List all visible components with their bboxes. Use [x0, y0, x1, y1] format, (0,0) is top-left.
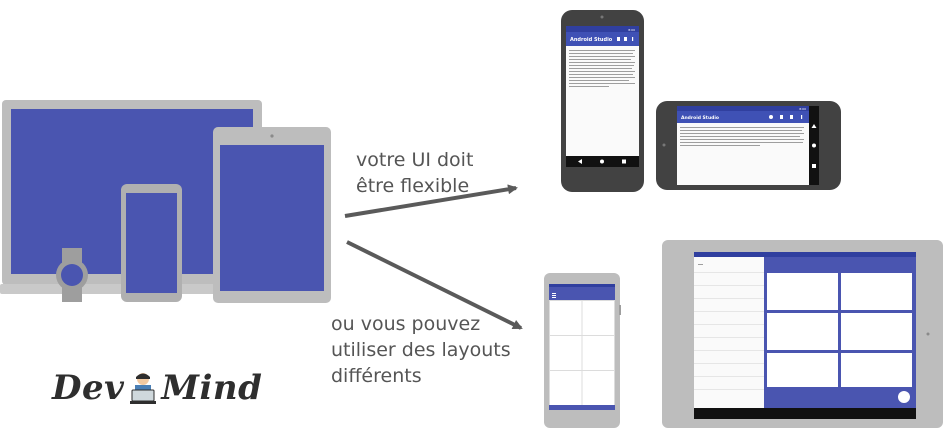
arrow-to-flexible-ui — [344, 184, 518, 218]
delete-icon — [790, 115, 793, 119]
caption-line: être flexible — [356, 175, 470, 197]
delete-icon — [624, 37, 627, 41]
caption-line: utiliser des layouts — [331, 339, 511, 361]
grid-card — [767, 273, 838, 310]
arrow-to-different-layouts — [346, 240, 523, 330]
grid-card — [582, 301, 614, 335]
phone-portrait-app-bar — [566, 32, 639, 46]
menu-icon — [552, 293, 556, 294]
recents-icon — [622, 159, 626, 164]
caption-line: ou vous pouvez — [331, 313, 481, 335]
tablet-master-detail-mockup — [662, 240, 943, 428]
logo-text-mind: Mind — [161, 368, 263, 408]
grid-card — [582, 336, 614, 370]
back-icon — [811, 124, 817, 128]
grid-card — [582, 371, 614, 405]
tablet-nav-bar — [694, 408, 916, 419]
home-icon — [600, 159, 604, 164]
grid-card — [841, 313, 912, 350]
phone-landscape-status-time: 8:00 — [799, 107, 806, 111]
grid-card — [841, 273, 912, 310]
watch-illustration — [56, 248, 88, 302]
phone-landscape-app-title: Android Studio — [681, 115, 719, 121]
overflow-menu-icon — [632, 37, 634, 41]
grid-card — [550, 371, 582, 405]
phone-portrait-status-time: 8:00 — [628, 28, 635, 32]
tablet-illustration — [213, 127, 331, 303]
caption-line: votre UI doit — [356, 149, 474, 171]
grid-card — [550, 336, 582, 370]
recents-icon — [812, 164, 816, 168]
help-icon — [769, 115, 773, 119]
phone-landscape-body-text — [680, 127, 804, 146]
phone-landscape-mockup: 8:00 Android Studio — [656, 101, 841, 190]
phone-grid-mockup — [544, 273, 621, 428]
logo-text-dev: Dev — [52, 368, 125, 408]
overflow-menu-icon — [801, 115, 803, 119]
grid-card — [767, 313, 838, 350]
laptop-mascot-icon — [130, 373, 157, 404]
edit-icon — [780, 115, 783, 119]
caption-line: différents — [331, 365, 422, 387]
phone-landscape-app-bar — [677, 111, 809, 123]
phone-portrait-mockup: 8:00 Android Studio — [561, 10, 644, 192]
caption-different-layouts: ou vous pouvez utiliser des layouts diff… — [331, 311, 511, 389]
devmind-logo: Dev Mind — [52, 363, 262, 413]
phone-portrait-app-title: Android Studio — [570, 37, 613, 43]
home-icon — [812, 143, 816, 148]
back-icon — [578, 159, 582, 164]
grid-card — [767, 353, 838, 387]
tablet-master-list-dividers — [694, 272, 764, 390]
phone-illustration — [121, 184, 182, 302]
caption-flexible-ui: votre UI doit être flexible — [356, 147, 473, 199]
grid-card — [841, 353, 912, 387]
edit-icon — [617, 37, 620, 41]
floating-action-button — [898, 391, 910, 403]
phone-portrait-body-text — [569, 50, 635, 87]
tablet-master-list — [694, 257, 764, 408]
grid-card — [550, 301, 582, 335]
device-group-illustration — [0, 100, 331, 303]
